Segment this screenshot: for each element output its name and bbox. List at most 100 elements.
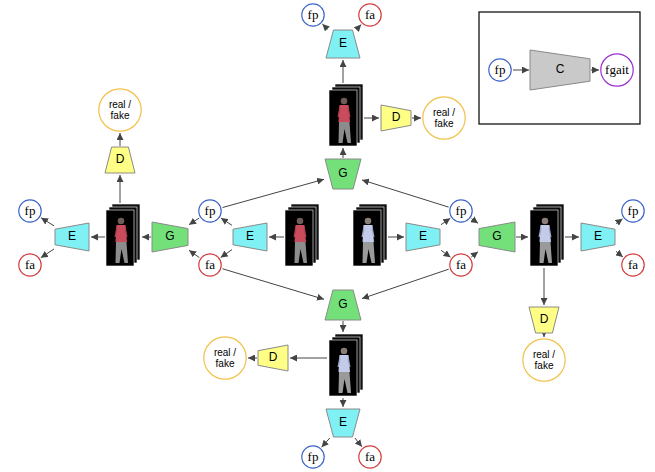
video-frames	[285, 204, 319, 266]
generator-block: G	[325, 290, 361, 320]
classifier-block: C	[530, 50, 590, 90]
node-label: D	[392, 111, 401, 124]
node-label: E	[68, 230, 76, 243]
connector-arrow	[472, 219, 478, 224]
connector-arrow	[544, 334, 545, 337]
pose-feature-circle: fp	[18, 199, 42, 223]
node-label: D	[116, 153, 125, 166]
appearance-feature-circle: fa	[358, 445, 382, 469]
trapezoid-outline	[105, 147, 135, 173]
node-label: fa	[456, 258, 466, 272]
video-frames	[353, 204, 387, 266]
connector-arrow	[362, 180, 449, 207]
node-label: fa	[365, 8, 375, 22]
node-label: G	[338, 167, 347, 180]
node-label: real / fake	[429, 107, 459, 129]
trapezoid-outline	[326, 409, 360, 437]
connector-arrow	[41, 218, 54, 226]
arrow	[364, 118, 379, 119]
gait-feature-circle: fgait	[600, 53, 634, 87]
node-label: G	[165, 230, 174, 243]
circle-outline	[302, 446, 324, 468]
node-label: D	[269, 351, 278, 364]
pose-feature-circle: fp	[301, 445, 325, 469]
appearance-feature-circle: fa	[621, 253, 645, 277]
node-label: fa	[628, 258, 638, 272]
circle-outline	[19, 200, 41, 222]
circle-outline	[19, 254, 41, 276]
node-label: fa	[365, 450, 375, 464]
connector-arrow	[471, 252, 478, 257]
connector-arrow	[221, 250, 232, 258]
trapezoid-outline	[406, 223, 440, 251]
connector-arrow	[223, 179, 324, 207]
arrow	[544, 268, 545, 305]
video-frames	[106, 204, 140, 266]
circle-outline	[523, 339, 565, 381]
circle-outline	[359, 446, 381, 468]
connector-arrow	[322, 438, 330, 447]
encoder-block: E	[581, 223, 615, 251]
node-label: E	[419, 230, 427, 243]
node-label: real / fake	[105, 99, 135, 121]
connector-arrow	[222, 269, 324, 300]
node-label: fp	[495, 63, 506, 77]
pose-feature-circle: fp	[488, 58, 512, 82]
circle-outline	[489, 59, 511, 81]
node-label: fa	[25, 258, 35, 272]
arrow	[290, 358, 327, 359]
circle-outline	[423, 97, 465, 139]
circle-outline	[622, 254, 644, 276]
output-circle: real / fake	[522, 338, 566, 382]
node-label: fp	[205, 204, 216, 218]
arrow	[91, 237, 105, 238]
generator-block: G	[479, 222, 515, 252]
inset-box	[479, 12, 640, 124]
arrow	[343, 321, 344, 332]
trapezoid-outline	[529, 307, 559, 333]
node-label: fa	[205, 258, 215, 272]
trapezoid-outline	[258, 345, 288, 371]
connector-arrow	[41, 249, 54, 258]
discriminator-block: D	[381, 105, 411, 131]
node-label: C	[556, 63, 565, 76]
trapezoid-outline	[530, 50, 590, 90]
trapezoid-outline	[152, 222, 188, 252]
generator-block: G	[152, 222, 188, 252]
node-label: E	[594, 230, 602, 243]
node-label: G	[492, 230, 501, 243]
appearance-feature-circle: fa	[198, 253, 222, 277]
appearance-feature-circle: fa	[449, 253, 473, 277]
node-label: E	[339, 37, 347, 50]
circle-outline	[359, 4, 381, 26]
node-label: fgait	[605, 63, 629, 77]
node-label: D	[540, 313, 549, 326]
node-label: real / fake	[210, 347, 240, 369]
connector-arrow	[412, 118, 421, 119]
node-label: E	[246, 230, 254, 243]
video-frames	[530, 204, 564, 266]
node-label: fp	[308, 450, 319, 464]
node-label: fp	[456, 204, 467, 218]
discriminator-block: D	[105, 147, 135, 173]
trapezoid-outline	[325, 159, 361, 189]
arrow	[120, 175, 121, 203]
connector-arrow	[441, 218, 450, 224]
pose-feature-circle: fp	[198, 199, 222, 223]
connector-arrow	[248, 358, 257, 359]
appearance-feature-circle: fa	[358, 3, 382, 27]
circle-outline	[450, 254, 472, 276]
connector-arrow	[189, 250, 199, 257]
circle-outline	[622, 200, 644, 222]
encoder-block: E	[55, 223, 89, 251]
trapezoid-outline	[325, 290, 361, 320]
generator-block: G	[325, 159, 361, 189]
connector-arrow	[221, 218, 232, 225]
discriminator-block: D	[529, 307, 559, 333]
connector-arrow	[189, 218, 199, 225]
pose-feature-circle: fp	[301, 3, 325, 27]
circle-outline	[450, 200, 472, 222]
node-label: fp	[308, 8, 319, 22]
arrow	[343, 60, 344, 83]
circle-outline	[204, 337, 246, 379]
